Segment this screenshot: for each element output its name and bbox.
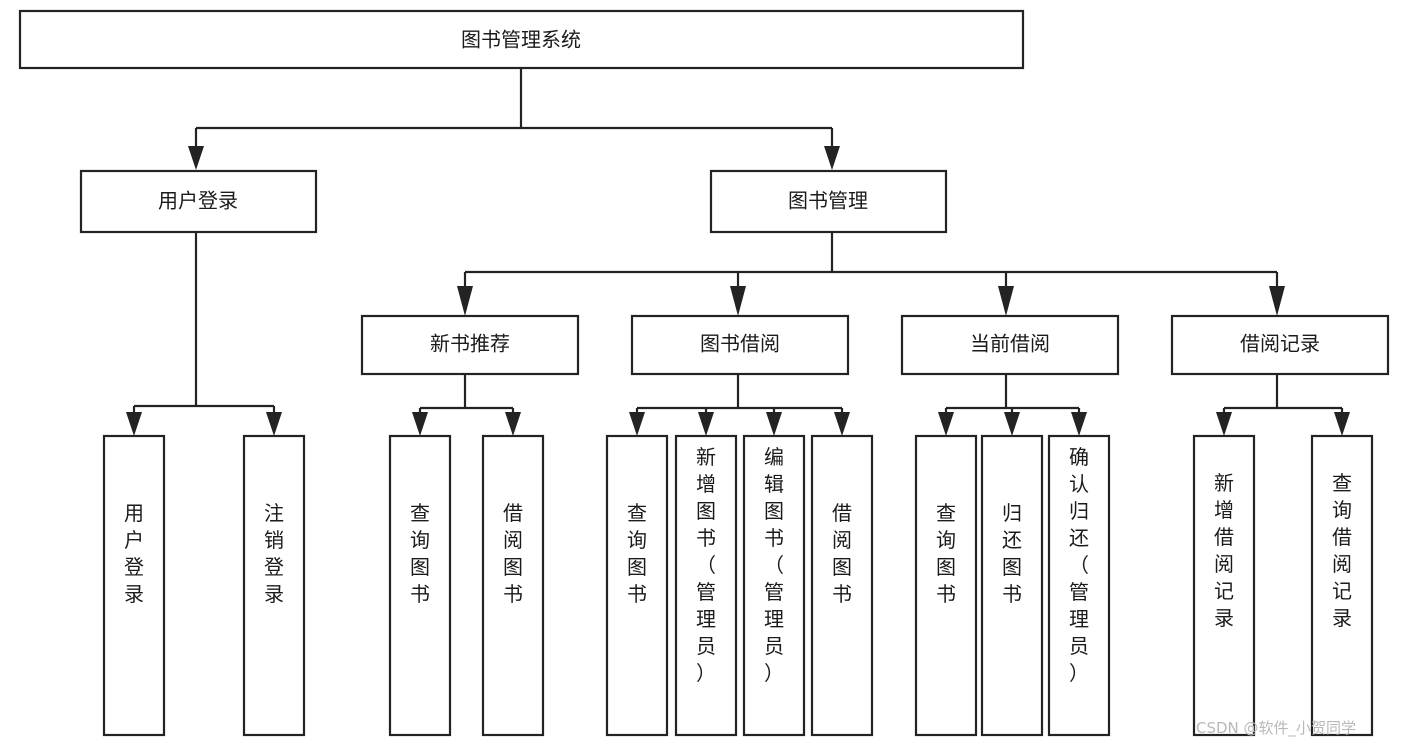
node-root-box[interactable] (18, 9, 1025, 70)
node-leaf-user-login-box[interactable] (102, 434, 166, 737)
arrow-current-borrow (998, 286, 1014, 316)
node-book-manage-label: 图书管理 (788, 189, 868, 213)
node-book-manage-box[interactable] (709, 169, 948, 234)
node-leaf-logout-label: 注销登录 (264, 501, 284, 606)
node-leaf-borrow-book-1-label: 借阅图书 (503, 501, 523, 606)
node-leaf-add-book-box[interactable] (674, 434, 738, 737)
arrow-cb-2 (1004, 412, 1020, 436)
arrow-cb-3 (1071, 412, 1087, 436)
node-leaf-query-record-label: 查询借阅记录 (1332, 471, 1352, 630)
node-leaf-query-book-3-label: 查询图书 (936, 501, 956, 606)
node-current-borrow[interactable]: 当前借阅 (900, 314, 1120, 376)
node-user-login-box[interactable] (79, 169, 318, 234)
node-leaf-add-record[interactable]: 新增借阅记录 (1192, 434, 1256, 737)
node-leaf-query-record[interactable]: 查询借阅记录 (1310, 434, 1374, 737)
arrow-new-book-rec (457, 286, 473, 316)
node-leaf-query-record-box[interactable] (1310, 434, 1374, 737)
node-new-book-rec-label: 新书推荐 (430, 332, 510, 356)
node-leaf-add-book[interactable]: 新增图书（管理员） (674, 434, 738, 737)
node-book-borrow[interactable]: 图书借阅 (630, 314, 850, 376)
node-leaf-logout-box[interactable] (242, 434, 306, 737)
node-leaf-query-book-1[interactable]: 查询图书 (388, 434, 452, 737)
arrow-bb-1 (629, 412, 645, 436)
arrow-br-2 (1334, 412, 1350, 436)
node-leaf-return-book-label: 归还图书 (1002, 501, 1022, 606)
node-user-login[interactable]: 用户登录 (79, 169, 318, 234)
arrow-user-login (188, 146, 204, 170)
arrow-bb-2 (698, 412, 714, 436)
node-borrow-record-label: 借阅记录 (1240, 332, 1320, 356)
arrow-leaf-logout (266, 412, 282, 436)
arrow-br-1 (1216, 412, 1232, 436)
node-borrow-record[interactable]: 借阅记录 (1170, 314, 1390, 376)
node-leaf-borrow-book-2-label: 借阅图书 (832, 501, 852, 606)
arrow-book-borrow (730, 286, 746, 316)
node-root[interactable]: 图书管理系统 (18, 9, 1025, 70)
node-leaf-borrow-book-2[interactable]: 借阅图书 (810, 434, 874, 737)
nodes-layer: 图书管理系统 用户登录 图书管理 新书推荐 图书借阅 当前 (18, 9, 1390, 737)
node-user-login-label: 用户登录 (158, 189, 238, 213)
node-book-manage[interactable]: 图书管理 (709, 169, 948, 234)
node-leaf-logout[interactable]: 注销登录 (242, 434, 306, 737)
arrow-nb-2 (505, 412, 521, 436)
node-leaf-add-record-label: 新增借阅记录 (1214, 471, 1234, 630)
node-leaf-borrow-book-1[interactable]: 借阅图书 (481, 434, 545, 737)
node-new-book-rec[interactable]: 新书推荐 (360, 314, 580, 376)
node-book-borrow-label: 图书借阅 (700, 332, 780, 356)
node-leaf-query-book-3-box[interactable] (914, 434, 978, 737)
node-leaf-query-book-1-box[interactable] (388, 434, 452, 737)
node-leaf-borrow-book-1-box[interactable] (481, 434, 545, 737)
node-leaf-edit-book-box[interactable] (742, 434, 806, 737)
arrow-borrow-record (1269, 286, 1285, 316)
node-leaf-query-book-3[interactable]: 查询图书 (914, 434, 978, 737)
node-leaf-query-book-2[interactable]: 查询图书 (605, 434, 669, 737)
node-leaf-confirm-return[interactable]: 确认归还（管理员） (1047, 434, 1111, 737)
node-current-borrow-box[interactable] (900, 314, 1120, 376)
arrow-nb-1 (412, 412, 428, 436)
node-book-borrow-box[interactable] (630, 314, 850, 376)
node-leaf-return-book[interactable]: 归还图书 (980, 434, 1044, 737)
node-new-book-rec-box[interactable] (360, 314, 580, 376)
node-leaf-user-login[interactable]: 用户登录 (102, 434, 166, 737)
arrow-book-manage (824, 146, 840, 170)
node-leaf-edit-book-label: 编辑图书（管理员） (764, 445, 784, 685)
arrow-leaf-user-login (126, 412, 142, 436)
node-leaf-query-book-2-box[interactable] (605, 434, 669, 737)
node-leaf-confirm-return-box[interactable] (1047, 434, 1111, 737)
watermark-label: CSDN @软件_小贺同学 (1196, 719, 1356, 738)
node-current-borrow-label: 当前借阅 (970, 332, 1050, 356)
node-leaf-query-book-1-label: 查询图书 (410, 501, 430, 606)
node-borrow-record-box[interactable] (1170, 314, 1390, 376)
node-leaf-add-record-box[interactable] (1192, 434, 1256, 737)
edges-layer (126, 68, 1350, 436)
node-leaf-edit-book[interactable]: 编辑图书（管理员） (742, 434, 806, 737)
node-leaf-borrow-book-2-box[interactable] (810, 434, 874, 737)
node-leaf-return-book-box[interactable] (980, 434, 1044, 737)
arrow-bb-4 (834, 412, 850, 436)
arrow-cb-1 (938, 412, 954, 436)
arrow-bb-3 (766, 412, 782, 436)
node-leaf-query-book-2-label: 查询图书 (627, 501, 647, 606)
node-root-label: 图书管理系统 (461, 28, 581, 52)
node-leaf-add-book-label: 新增图书（管理员） (696, 445, 716, 685)
node-leaf-confirm-return-label: 确认归还（管理员） (1069, 445, 1089, 685)
node-leaf-user-login-label: 用户登录 (124, 501, 144, 606)
